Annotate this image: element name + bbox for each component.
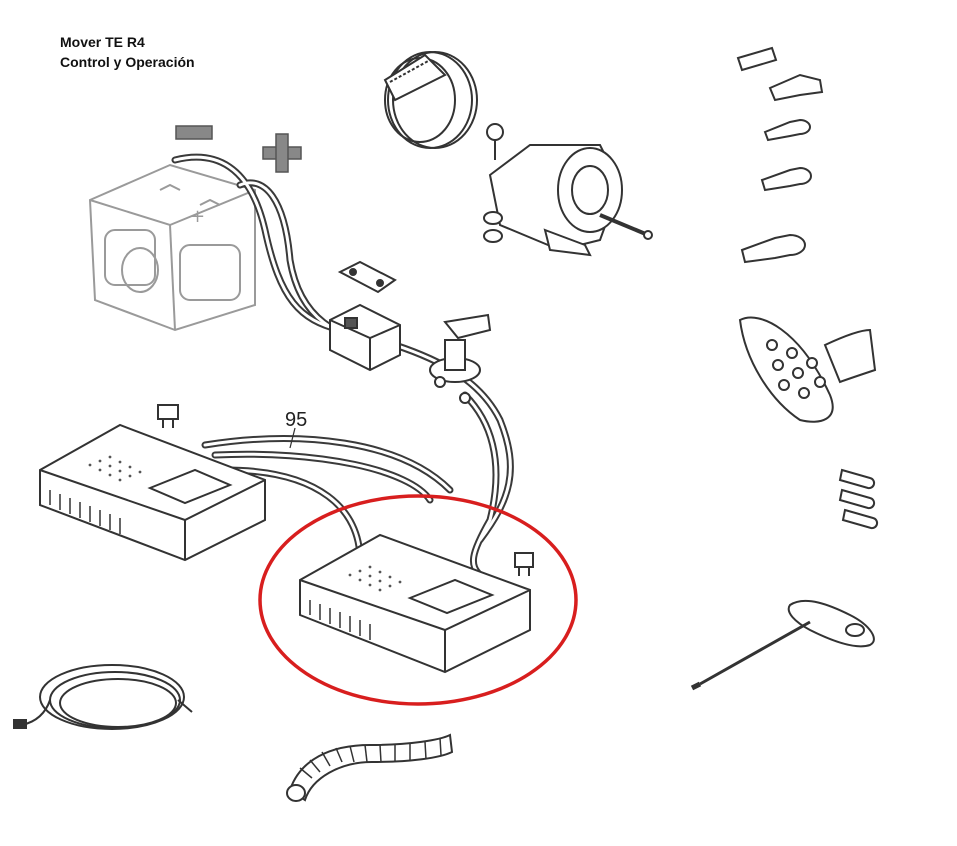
drive-motor — [488, 144, 653, 257]
strip-fuse — [337, 260, 397, 294]
control-unit-highlighted — [299, 533, 531, 674]
mounting-bolt — [483, 123, 504, 243]
blade-fuse-left — [157, 404, 179, 428]
minus-sign-icon — [175, 125, 213, 140]
part-number-95: 95 — [285, 409, 307, 431]
fuse-holder — [329, 303, 401, 372]
control-unit-left — [39, 423, 266, 562]
t-handle-wrench — [690, 599, 875, 691]
blade-fuse-right — [514, 552, 534, 576]
hose-clamp — [383, 51, 478, 149]
plus-sign-icon — [262, 133, 302, 173]
coiled-cable — [13, 664, 193, 730]
isolator-switch — [429, 313, 492, 404]
connector-pins — [838, 468, 879, 530]
svg-text:+: + — [190, 206, 205, 227]
battery: + — [88, 163, 256, 332]
diagram-subtitle: Control y Operación — [60, 54, 195, 70]
corrugated-conduit — [286, 733, 454, 802]
remote-control — [738, 316, 877, 423]
diagram-title: Mover TE R4 — [60, 34, 145, 50]
highlight-ring — [258, 494, 578, 706]
cable-terminals — [736, 46, 824, 264]
